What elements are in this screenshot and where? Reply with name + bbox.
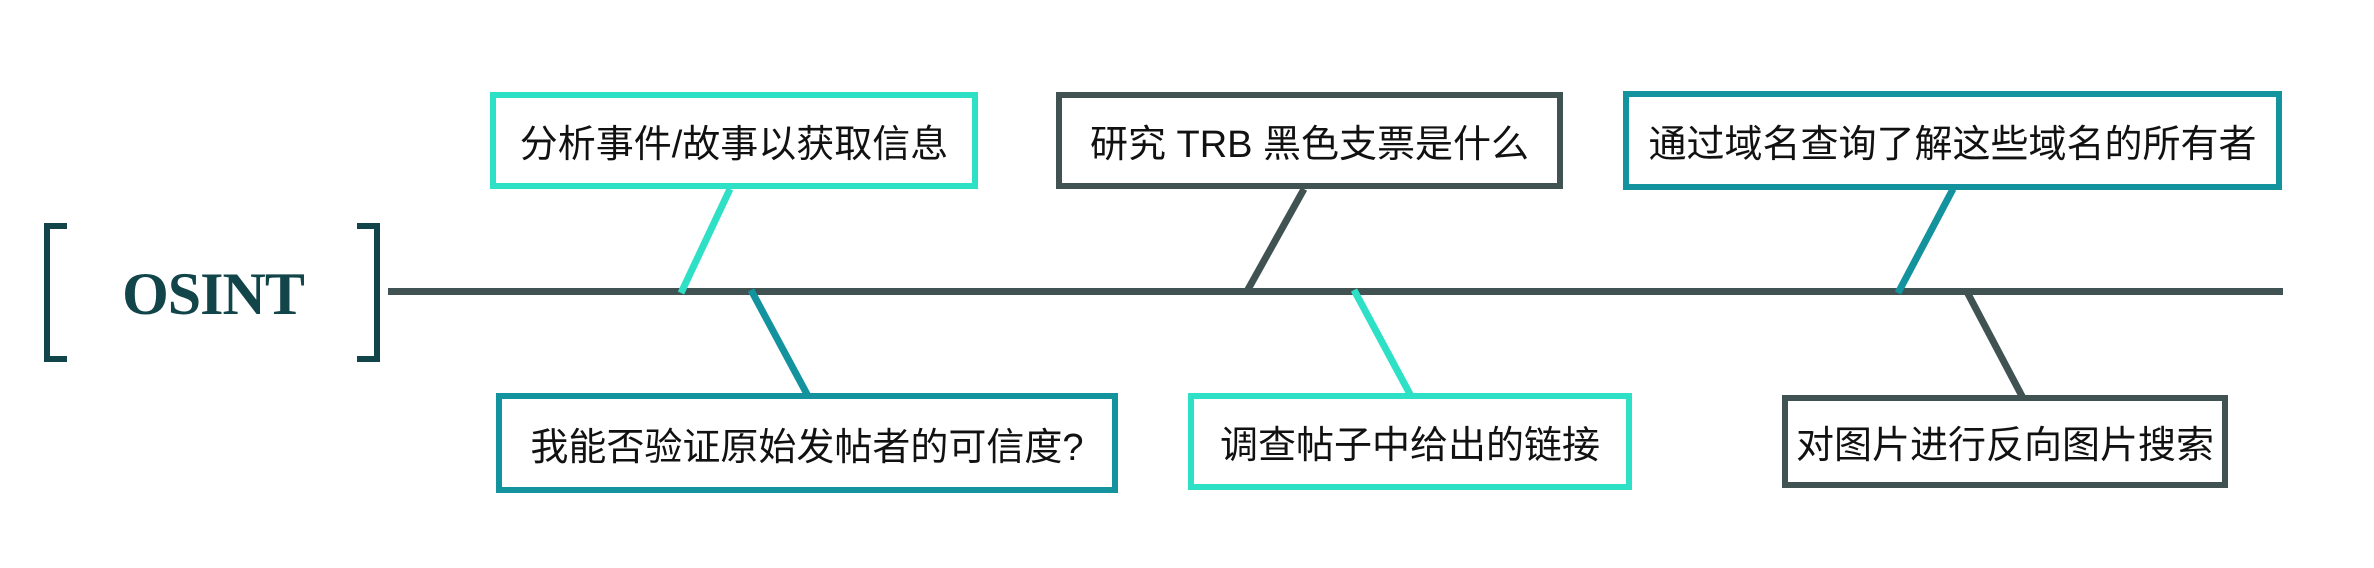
connector-line-top-2: [1242, 187, 1308, 295]
connector-line-bottom-3: [1962, 288, 2027, 400]
branch-node-label: 对图片进行反向图片搜索: [1795, 425, 2214, 467]
connector-line-top-1: [677, 187, 734, 295]
branch-node-label: 分析事件/故事以获取信息: [519, 124, 949, 166]
branch-node-top-2[interactable]: 研究 TRB 黑色支票是什么: [1056, 92, 1563, 189]
branch-node-top-3[interactable]: 通过域名查询了解这些域名的所有者: [1623, 91, 2282, 190]
branch-node-top-1[interactable]: 分析事件/故事以获取信息: [490, 92, 978, 189]
branch-node-label: 我能否验证原始发帖者的可信度?: [530, 426, 1084, 469]
connector-line-bottom-2: [1350, 288, 1415, 398]
branch-node-label: 研究 TRB 黑色支票是什么: [1089, 124, 1530, 166]
branch-node-label: 通过域名查询了解这些域名的所有者: [1648, 124, 2257, 166]
branch-node-bottom-1[interactable]: 我能否验证原始发帖者的可信度?: [496, 393, 1118, 493]
spine-line: [388, 288, 2283, 295]
root-node-label[interactable]: OSINT: [122, 260, 305, 327]
branch-node-bottom-2[interactable]: 调查帖子中给出的链接: [1188, 393, 1632, 490]
connector-line-top-3: [1894, 187, 1957, 295]
branch-node-bottom-3[interactable]: 对图片进行反向图片搜索: [1782, 395, 2228, 488]
branch-node-label: 调查帖子中给出的链接: [1219, 425, 1600, 467]
right-bracket-icon: [357, 223, 380, 362]
left-bracket-icon: [44, 223, 67, 362]
connector-line-bottom-1: [747, 288, 812, 398]
